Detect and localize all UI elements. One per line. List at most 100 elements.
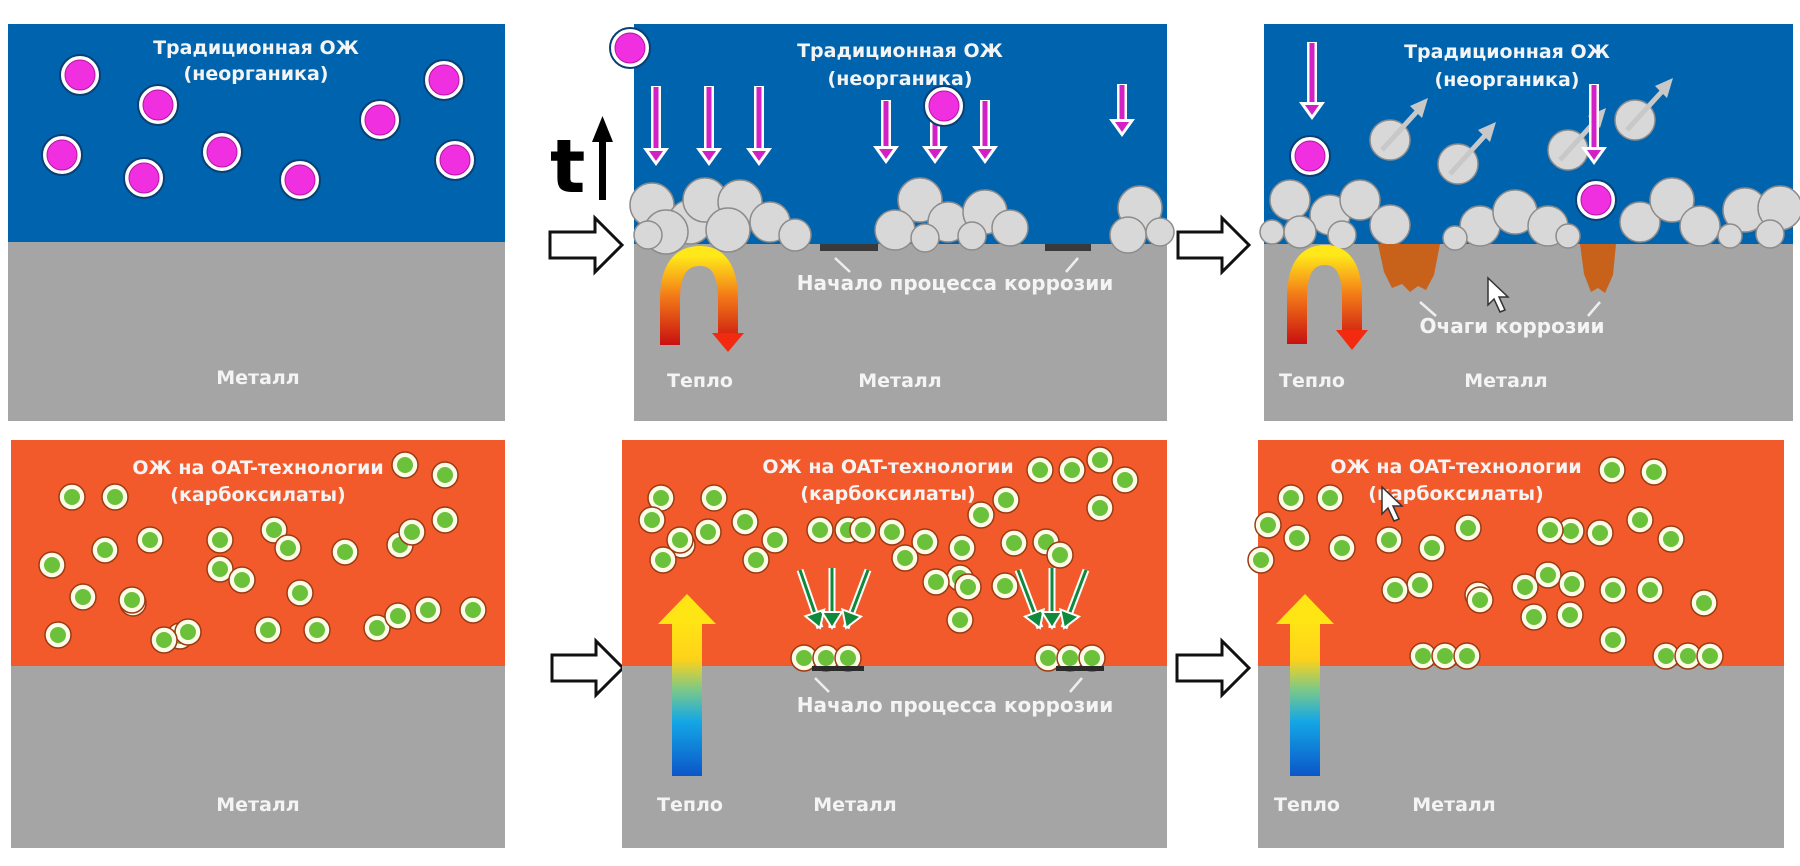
panel-title-line2: (неорганика): [184, 63, 329, 85]
carboxylate-particle: [1674, 642, 1702, 670]
particle-group: [1247, 456, 1718, 654]
inorganic-particle: [434, 139, 476, 181]
carboxylate-particle: [761, 526, 789, 554]
deposit-particle: [874, 209, 916, 251]
carboxylate-particle: [1381, 576, 1409, 604]
carboxylate-particle: [849, 516, 877, 544]
down-arrow-icon: [1299, 42, 1325, 120]
next-stage-arrow-icon: [1175, 637, 1252, 699]
panel-inorganic-stage-3: Традиционная ОЖ (неорганика) Очаги корро…: [1259, 24, 1800, 421]
carboxylate-particle: [1534, 561, 1562, 589]
carboxylate-particle: [69, 583, 97, 611]
up-right-arrow-icon: [1410, 98, 1428, 118]
particle-group: [609, 27, 965, 127]
panel-title-line1: ОЖ на OAT-технологии: [132, 457, 383, 479]
carboxylate-particle: [274, 534, 302, 562]
carboxylate-particle: [647, 484, 675, 512]
detaching-deposit-particle: [1547, 108, 1606, 171]
inorganic-particle: [41, 134, 83, 176]
carboxylate-particle: [1657, 525, 1685, 553]
carboxylate-particle: [1406, 571, 1434, 599]
carboxylate-particle: [398, 518, 426, 546]
panel-title-line2: (неорганика): [1435, 69, 1580, 91]
inorganic-particle: [1289, 135, 1331, 177]
carboxylate-particle: [967, 501, 995, 529]
carboxylate-particle: [303, 616, 331, 644]
panel-title-line2: (карбоксилаты): [170, 484, 345, 506]
up-right-arrow-icon: [1655, 78, 1673, 98]
metal-layer: [11, 666, 505, 848]
corrosion-start-label: Начало процесса коррозии: [797, 693, 1114, 717]
deposit-particle: [705, 207, 751, 253]
carboxylate-particle: [638, 506, 666, 534]
deposit-layer: [629, 177, 1175, 255]
panel-oat-stage-3: ОЖ на OAT-технологии (карбоксилаты) Тепл…: [1247, 440, 1784, 848]
panel-title-line1: Традиционная ОЖ: [797, 40, 1003, 62]
particle-group: [38, 451, 487, 654]
carboxylate-particle: [878, 518, 906, 546]
carboxylate-particle: [694, 518, 722, 546]
carboxylate-particle: [228, 566, 256, 594]
down-arrow-icon: [873, 100, 899, 164]
carboxylate-particle: [1375, 526, 1403, 554]
carboxylate-particle: [431, 461, 459, 489]
inhibitor-arrow-icon: [1040, 568, 1064, 630]
particle-flow-arrows: [1299, 42, 1607, 165]
carboxylate-particle: [954, 573, 982, 601]
metal-label: Металл: [813, 794, 896, 816]
carboxylate-particle: [1466, 586, 1494, 614]
metal-label: Металл: [216, 794, 299, 816]
particle-group: [41, 54, 476, 201]
carboxylate-particle: [136, 526, 164, 554]
carboxylate-particle: [58, 483, 86, 511]
deposit-particle: [1327, 220, 1357, 250]
carboxylate-particle: [948, 534, 976, 562]
carboxylate-particle: [414, 596, 442, 624]
corrosion-start-label: Начало процесса коррозии: [797, 271, 1114, 295]
deposit-particle: [957, 221, 987, 251]
carboxylate-particle: [1556, 601, 1584, 629]
inorganic-particle: [137, 84, 179, 126]
carboxylate-particle: [1626, 506, 1654, 534]
panel-oat-stage-1: ОЖ на OAT-технологии (карбоксилаты) Мета…: [11, 440, 505, 848]
heat-dissipation-arrow-icon: [1276, 594, 1334, 776]
inorganic-particle: [279, 159, 321, 201]
next-stage-arrow-icon: [550, 637, 626, 699]
metal-label: Металл: [858, 370, 941, 392]
deposit-particle: [633, 220, 663, 250]
next-stage-arrow-icon: [548, 214, 625, 276]
protective-particle-cluster: [1034, 644, 1106, 672]
inhibitor-flow-arrows: [796, 568, 1090, 630]
heat-label: Тепло: [657, 794, 723, 816]
down-arrow-icon: [972, 100, 998, 164]
deposit-particle: [910, 223, 940, 253]
detaching-deposit-particle: [1369, 98, 1428, 161]
carboxylate-particle: [992, 486, 1020, 514]
carboxylate-particle: [1277, 484, 1305, 512]
metal-layer: [622, 666, 1167, 848]
panel-title-line1: ОЖ на OAT-технологии: [1330, 456, 1581, 478]
deposit-particle: [1145, 217, 1175, 247]
carboxylate-particle: [911, 528, 939, 556]
metal-layer: [1258, 666, 1784, 848]
carboxylate-particle: [946, 606, 974, 634]
panel-title-line1: ОЖ на OAT-технологии: [762, 456, 1013, 478]
panel-oat-stage-2: ОЖ на OAT-технологии (карбоксилаты) Нача…: [622, 440, 1167, 848]
carboxylate-particle: [666, 526, 694, 554]
carboxylate-particle: [1328, 534, 1356, 562]
heat-reflect-arrow-icon: [660, 245, 744, 352]
carboxylate-particle: [731, 508, 759, 536]
metal-layer: [8, 242, 505, 421]
deposit-particle: [1369, 204, 1411, 246]
deposit-particle: [1679, 205, 1721, 247]
down-arrow-icon: [696, 86, 722, 166]
deposit-particle: [1755, 219, 1785, 249]
inhibitor-arrow-icon: [1058, 568, 1090, 630]
deposit-particle: [1283, 215, 1317, 249]
down-arrow-icon: [746, 86, 772, 166]
carboxylate-particle: [38, 551, 66, 579]
carboxylate-particle: [331, 538, 359, 566]
inorganic-particle: [59, 54, 101, 96]
carboxylate-particle: [44, 621, 72, 649]
carboxylate-particle: [363, 614, 391, 642]
